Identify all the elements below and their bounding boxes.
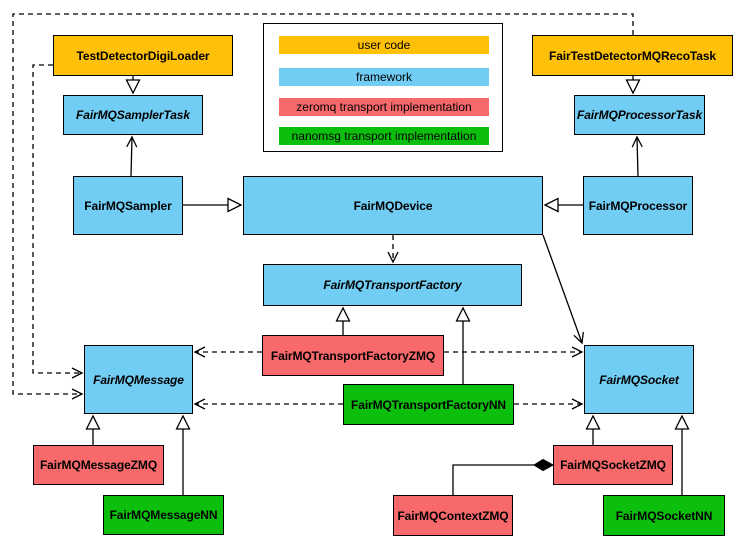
node-fairmqtransportfactoryzmq: FairMQTransportFactoryZMQ	[262, 335, 444, 376]
legend-item-user-code: user code	[279, 36, 489, 54]
node-fairmqsampler: FairMQSampler	[73, 176, 183, 235]
node-fairmqdevice: FairMQDevice	[243, 176, 543, 235]
edge-device-socket	[542, 234, 584, 345]
edge-processor-processortask	[631, 135, 643, 177]
node-fairmqprocessortask: FairMQProcessorTask	[574, 95, 705, 135]
node-fairmqmessagenn: FairMQMessageNN	[103, 495, 224, 535]
node-fairmqsamplertask: FairMQSamplerTask	[63, 95, 203, 135]
node-fairmqprocessor: FairMQProcessor	[583, 176, 693, 235]
node-fairmqmessage: FairMQMessage	[84, 345, 193, 414]
legend-item-nanomsg: nanomsg transport implementation	[279, 127, 489, 145]
edge-contextzmq-socketzmq	[452, 458, 555, 495]
legend: user code framework zeromq transport imp…	[263, 23, 503, 152]
node-testdetectordigiloader: TestDetectorDigiLoader	[53, 35, 233, 76]
edge-digiloader-message	[32, 64, 84, 379]
node-fairmqsocketnn: FairMQSocketNN	[603, 495, 725, 536]
legend-item-framework: framework	[279, 68, 489, 86]
node-fairmqsocketzmq: FairMQSocketZMQ	[553, 445, 673, 485]
legend-item-zeromq: zeromq transport implementation	[279, 98, 489, 116]
node-fairmqtransportfactorynn: FairMQTransportFactoryNN	[343, 384, 514, 425]
edge-sampler-samplertask	[126, 135, 138, 177]
node-fairmqmessagezmq: FairMQMessageZMQ	[33, 445, 164, 485]
edge-recotask-message	[12, 13, 634, 400]
node-fairmqsocket: FairMQSocket	[584, 345, 694, 414]
node-fairmqcontextzmq: FairMQContextZMQ	[393, 495, 513, 536]
node-fairmqtransportfactory: FairMQTransportFactory	[263, 264, 522, 306]
node-fairtestdetectormqrecotask: FairTestDetectorMQRecoTask	[532, 35, 733, 76]
